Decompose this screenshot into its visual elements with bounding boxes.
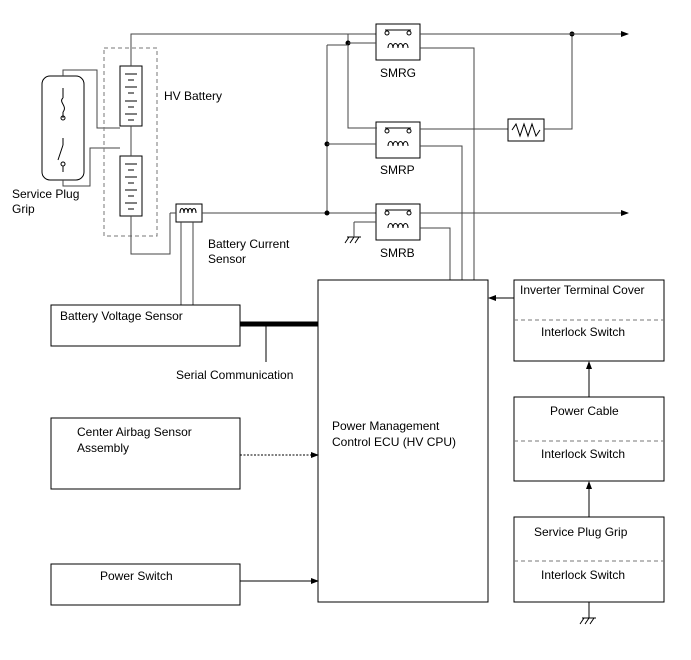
service-plug-grip-box: Service Plug Grip Interlock Switch [513,516,665,603]
power-management-label-1: Power Management [332,419,440,433]
smrg-relay [375,23,421,61]
battery-voltage-sensor-label: Battery Voltage Sensor [60,309,183,323]
battery-current-sensor-label-1: Battery Current [208,237,290,251]
battery-current-sensor [175,203,203,223]
battery-voltage-sensor-box [50,304,241,347]
center-airbag-sensor-box [50,417,241,490]
power-switch-label: Power Switch [100,569,173,583]
interlock-switch-label-1: Interlock Switch [541,325,625,339]
smrp-label: SMRP [380,163,415,177]
smrb-label: SMRB [380,246,415,260]
interlock-switch-label-3: Interlock Switch [541,568,625,582]
precharge-resistor [507,118,545,142]
hv-battery-label: HV Battery [164,89,222,103]
service-plug-grip-box-label: Service Plug Grip [534,525,628,539]
inverter-terminal-cover-label: Inverter Terminal Cover [520,283,645,297]
power-management-label-2: Control ECU (HV CPU) [332,435,456,449]
power-switch-box [50,563,241,606]
power-cable-label: Power Cable [550,404,619,418]
battery-current-sensor-label-2: Sensor [208,252,246,266]
center-airbag-label-2: Assembly [77,441,129,455]
service-plug-grip-label-1: Service Plug [12,187,79,201]
power-cable-box: Power Cable Interlock Switch [513,396,665,482]
smrp-relay [375,121,421,159]
service-plug-grip-label-2: Grip [12,202,35,216]
smrg-label: SMRG [380,66,416,80]
inverter-terminal-cover-box: Inverter Terminal Cover Interlock Switch [513,279,665,362]
interlock-switch-label-2: Interlock Switch [541,447,625,461]
service-plug-grip [41,75,85,181]
center-airbag-label-1: Center Airbag Sensor [77,425,192,439]
smrb-relay [375,203,421,241]
power-management-ecu-box [317,279,489,603]
hv-battery [103,47,158,237]
junction-dot [324,210,330,216]
serial-communication-label: Serial Communication [176,368,293,382]
